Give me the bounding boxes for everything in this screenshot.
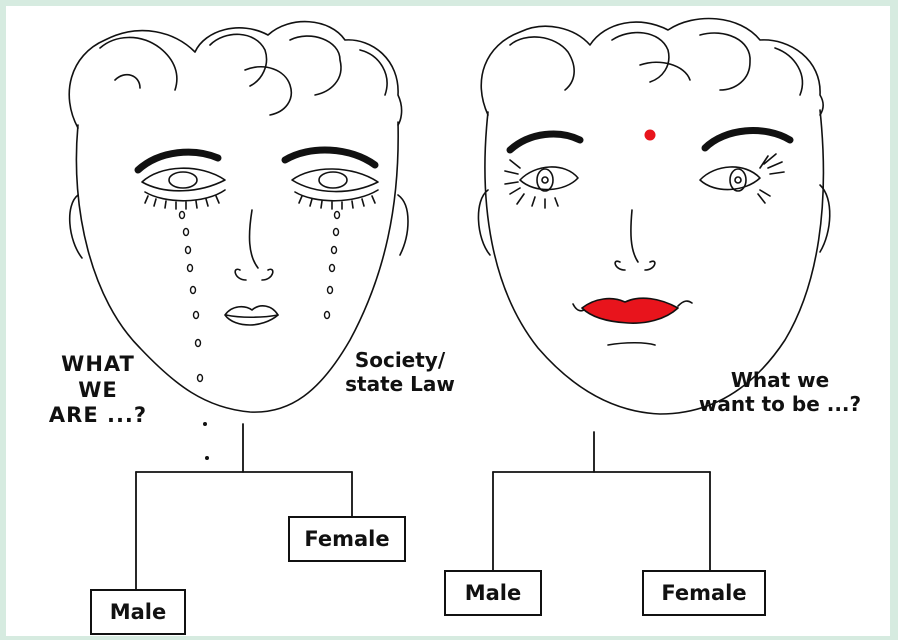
left-question-line-2: WE xyxy=(28,378,168,404)
right-question-line-2: want to be ...? xyxy=(680,392,880,416)
right-male-box: Male xyxy=(444,570,542,616)
left-male-box: Male xyxy=(90,589,186,635)
right-question-label: What we want to be ...? xyxy=(680,368,880,417)
left-tree-lines xyxy=(136,424,352,595)
left-question-line-1: WHAT xyxy=(28,352,168,378)
left-question-label: WHAT WE ARE ...? xyxy=(28,352,168,429)
smiling-face-drawing xyxy=(478,19,829,414)
society-label-line-2: state Law xyxy=(320,372,480,396)
right-question-line-1: What we xyxy=(680,368,880,392)
right-tree-lines xyxy=(493,432,710,572)
society-state-law-label: Society/ state Law xyxy=(320,348,480,397)
society-label-line-1: Society/ xyxy=(320,348,480,372)
left-female-box: Female xyxy=(288,516,406,562)
right-female-box: Female xyxy=(642,570,766,616)
left-question-line-3: ARE ...? xyxy=(28,403,168,429)
